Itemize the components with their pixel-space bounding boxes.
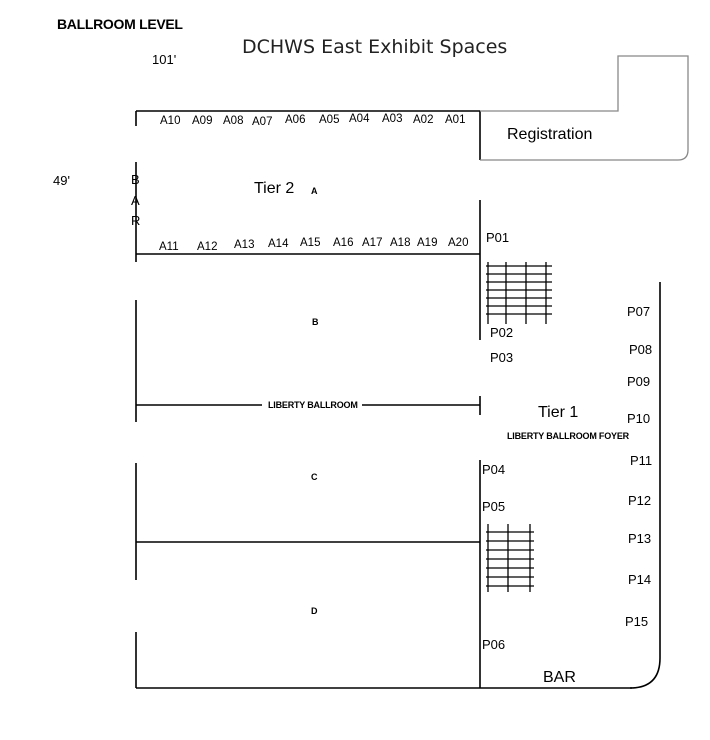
- booth-p15: P15: [625, 614, 649, 629]
- booth-a06: A06: [285, 114, 306, 126]
- booth-a09: A09: [192, 115, 213, 127]
- booth-p12: P12: [628, 493, 652, 508]
- booth-a05: A05: [319, 114, 340, 126]
- booth-p08: P08: [629, 342, 653, 357]
- booth-a19: A19: [417, 237, 438, 249]
- booth-p14: P14: [628, 572, 652, 587]
- booth-p01: P01: [486, 230, 510, 245]
- booth-p13: P13: [628, 531, 652, 546]
- booth-a14: A14: [268, 238, 289, 250]
- map-title: DCHWS East Exhibit Spaces: [242, 36, 508, 58]
- booth-a07: A07: [252, 116, 273, 128]
- booth-a12: A12: [197, 241, 218, 253]
- section-d-label: D: [311, 606, 318, 616]
- bar-letter-r: R: [131, 213, 141, 228]
- booth-a11: A11: [159, 241, 179, 253]
- tier-1-label: Tier 1: [538, 404, 579, 421]
- width-dimension: 101': [152, 52, 177, 67]
- booth-p11: P11: [630, 453, 653, 468]
- booth-a20: A20: [448, 237, 469, 249]
- booth-p05: P05: [482, 499, 506, 514]
- booth-p09: P09: [627, 374, 651, 389]
- booth-p03: P03: [490, 350, 514, 365]
- bar-letter-b: B: [131, 172, 140, 187]
- foyer-label: LIBERTY BALLROOM FOYER: [507, 431, 629, 441]
- section-c-label: C: [311, 472, 318, 482]
- booth-a18: A18: [390, 237, 411, 249]
- booth-a02: A02: [413, 114, 434, 126]
- booth-a13: A13: [234, 239, 255, 251]
- level-label: BALLROOM LEVEL: [57, 16, 183, 32]
- booth-a04: A04: [349, 113, 370, 125]
- booth-a17: A17: [362, 237, 383, 249]
- booth-p07: P07: [627, 304, 651, 319]
- booth-a03: A03: [382, 113, 403, 125]
- booth-a08: A08: [223, 115, 244, 127]
- section-b-label: B: [312, 317, 319, 327]
- booth-a15: A15: [300, 237, 321, 249]
- bar-letter-a: A: [131, 193, 140, 208]
- booth-p02: P02: [490, 325, 514, 340]
- height-dimension: 49': [53, 173, 70, 188]
- section-a-label: A: [311, 186, 318, 196]
- booth-p06: P06: [482, 637, 506, 652]
- booth-p04: P04: [482, 462, 506, 477]
- bar-bottom-label: BAR: [543, 669, 576, 686]
- registration-area: Registration: [507, 126, 593, 143]
- booth-a01: A01: [445, 114, 466, 126]
- tier-2-label: Tier 2: [254, 180, 295, 197]
- liberty-ballroom-label: LIBERTY BALLROOM: [268, 400, 358, 410]
- booth-p10: P10: [627, 411, 651, 426]
- booth-a10: A10: [160, 115, 181, 127]
- booth-a16: A16: [333, 237, 354, 249]
